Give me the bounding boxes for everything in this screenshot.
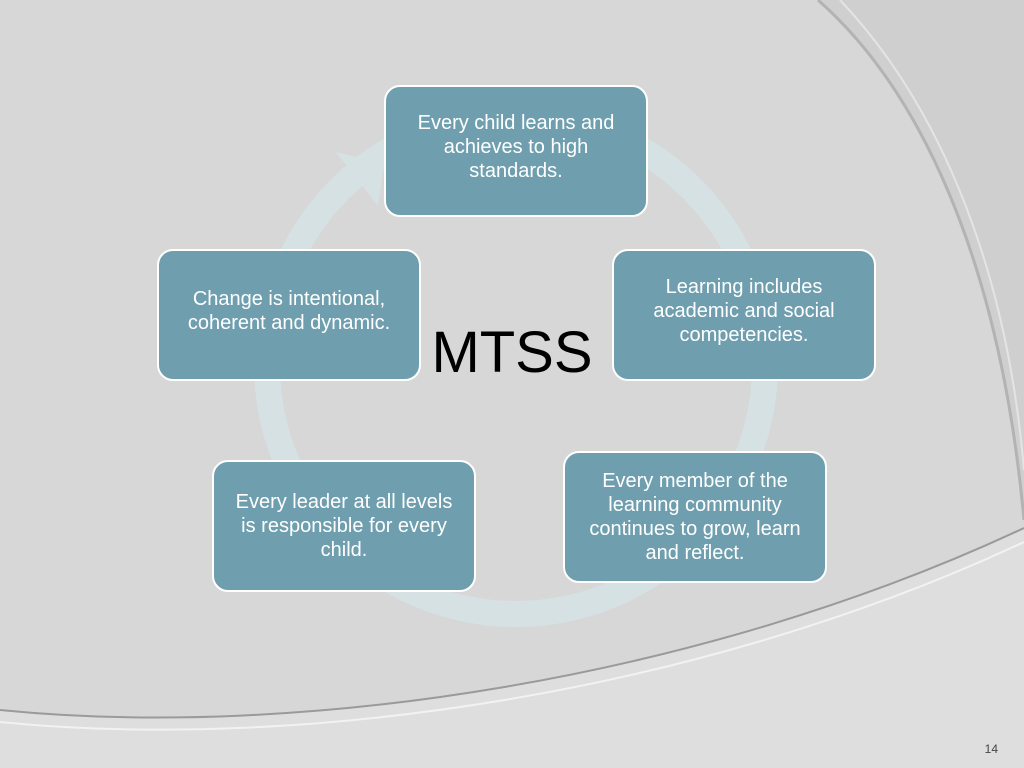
cycle-node-learning-community: Every member of the learning community c… [563, 451, 827, 583]
right-swoosh-panel [818, 0, 1024, 520]
cycle-node-high-standards: Every child learns and achieves to high … [384, 85, 648, 217]
cycle-node-social-competencies-text: Learning includes academic and social co… [653, 276, 835, 346]
right-swoosh-line-inner [839, 0, 1024, 471]
cycle-arrow-head [336, 152, 384, 206]
cycle-node-leader-responsibility-text: Every leader at all levels is responsibl… [235, 491, 453, 561]
cycle-node-high-standards-text: Every child learns and achieves to high … [417, 112, 615, 182]
cycle-node-learning-community-text: Every member of the learning community c… [589, 470, 801, 564]
bottom-swoosh-band [0, 528, 1024, 768]
bottom-swoosh-line [0, 527, 1024, 719]
cycle-node-leader-responsibility: Every leader at all levels is responsibl… [212, 460, 476, 592]
cycle-node-social-competencies: Learning includes academic and social co… [612, 249, 876, 381]
right-swoosh-line-outer [817, 0, 1024, 521]
diagram-center-title: MTSS [431, 320, 593, 385]
bottom-swoosh-highlight [0, 541, 1024, 731]
cycle-node-intentional-change: Change is intentional, coherent and dyna… [157, 249, 421, 381]
cycle-node-intentional-change-text: Change is intentional, coherent and dyna… [187, 288, 391, 334]
slide-page-number: 14 [984, 742, 998, 756]
